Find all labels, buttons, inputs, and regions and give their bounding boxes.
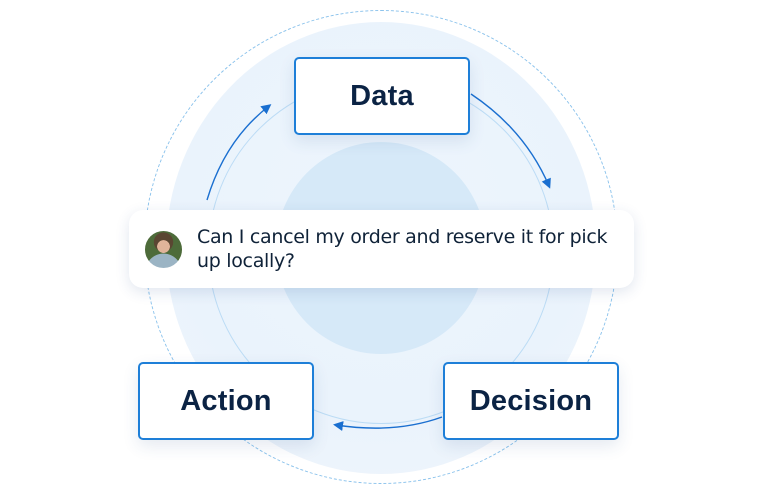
arrow-data-to-decision — [470, 93, 551, 189]
arrow-decision-to-action — [333, 416, 443, 431]
node-action: Action — [138, 362, 314, 440]
node-action-label: Action — [180, 384, 272, 417]
chat-message: Can I cancel my order and reserve it for… — [197, 226, 608, 272]
node-decision: Decision — [443, 362, 619, 440]
node-data-label: Data — [350, 79, 414, 112]
arrow-action-to-data — [206, 104, 272, 201]
node-decision-label: Decision — [469, 384, 593, 417]
node-data: Data — [294, 57, 470, 135]
user-avatar — [145, 230, 182, 268]
chat-bubble: Can I cancel my order and reserve it for… — [129, 210, 634, 288]
